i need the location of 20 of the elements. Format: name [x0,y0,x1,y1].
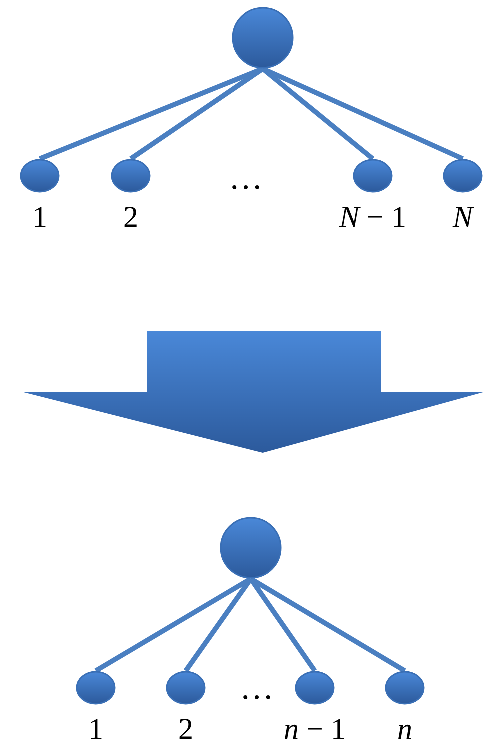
node-number: N [453,203,473,233]
node-circle [76,671,116,705]
node-number: N − 1 [340,203,406,233]
node-number: 1 [32,203,48,233]
node-number: 2 [124,203,138,233]
node-circle [220,517,282,579]
node-circle [166,671,206,705]
ellipsis-label: … [229,162,263,196]
node-circle [353,159,393,193]
node-number: n [398,715,412,744]
node-circle [232,7,294,69]
node-number: 1 [88,715,104,744]
node-circle [111,159,151,193]
node-circle [385,671,425,705]
node-circle [443,159,483,193]
node-number: 2 [178,715,194,744]
node-circle [295,671,335,705]
node-circle [20,159,60,193]
node-number: n − 1 [284,715,346,744]
ellipsis-label: … [240,672,274,706]
